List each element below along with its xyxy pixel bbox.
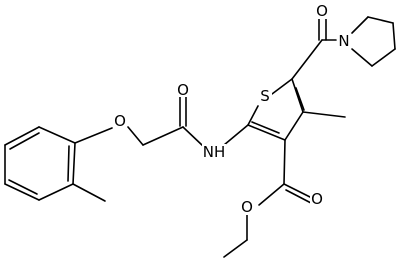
bond-s-c5 [271, 78, 293, 95]
bond-c2-s [247, 105, 259, 126]
bond-ar-2 [38, 183, 74, 201]
atom-o-ester: O [240, 198, 254, 216]
bond-pyr-5 [351, 48, 373, 67]
atom-o-ether-label: O [114, 112, 126, 130]
atom-n-pyrrolidine: N [337, 32, 351, 50]
bond-pyr-4 [371, 48, 396, 67]
atom-nh-amide-label: NH [203, 143, 226, 161]
bond-o-aryl [74, 127, 113, 144]
bond-aryl-methyl [72, 183, 106, 202]
bond-pyr-3 [392, 22, 396, 50]
bond-ar-6 [38, 126, 76, 144]
bond-c5-c4-inner [295, 87, 305, 111]
bond-amide-ch2 [142, 126, 184, 146]
atom-labels: O N S O O NH O O [113, 2, 351, 216]
atom-s-ring: S [258, 87, 272, 105]
bond-ar-5 [4, 126, 40, 146]
atom-o-ketone: O [315, 2, 329, 20]
bond-c3-c2-inner [251, 121, 280, 134]
bond-c4-c3 [284, 111, 304, 141]
atom-s-ring-label: S [260, 87, 270, 105]
bond-ester-co-2 [285, 189, 312, 204]
atom-n-pyrrolidine-label: N [338, 32, 349, 50]
atom-o-amide-label: O [177, 81, 189, 99]
bond-ester-co-1 [283, 183, 311, 198]
atom-o-ester-carbonyl: O [310, 190, 324, 208]
bond-c3-ester [283, 139, 286, 185]
atom-o-ester-carbonyl-label: O [311, 190, 323, 208]
bond-pyr-2 [367, 16, 394, 24]
bond-c5-c4 [291, 78, 304, 113]
bond-ar-3-inner [8, 179, 38, 195]
bonds [4, 15, 396, 258]
bond-ch2-o [127, 126, 144, 146]
bond-ar-1-inner [67, 145, 70, 182]
bond-c4-methyl [302, 111, 346, 118]
bond-ar-3 [4, 183, 40, 201]
atom-o-ketone-label: O [316, 2, 328, 20]
atom-o-amide: O [176, 81, 190, 99]
atom-o-ether: O [113, 112, 127, 130]
bond-c5-ketone [291, 39, 323, 80]
bond-ar-1 [72, 142, 76, 185]
bond-c3-c2 [247, 124, 286, 141]
bond-ar-5-inner [9, 132, 40, 150]
atom-o-ester-label: O [241, 198, 253, 216]
bond-nh-amide [182, 126, 204, 147]
bond-ethyl [223, 239, 248, 258]
bond-ester-o [258, 183, 285, 206]
atom-nh-amide: NH [202, 143, 226, 161]
bond-c2-nh [223, 124, 249, 146]
bond-pyr-1 [351, 16, 369, 34]
